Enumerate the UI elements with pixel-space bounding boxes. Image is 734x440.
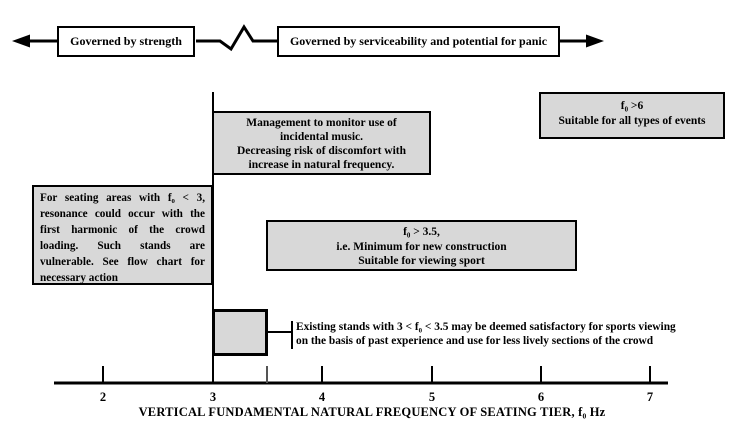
frequency-axis [54,366,668,385]
tick-label-7: 7 [646,390,654,404]
management-box: Management to monitor use of incidental … [212,111,431,175]
tick-label-2: 2 [99,390,107,404]
resonance-line: first harmonic of the crowd [40,224,205,236]
tick-label-4: 4 [318,390,326,404]
governed-by-strength-label: Governed by strength [70,34,182,48]
all-events-line: Suitable for all types of events [558,115,706,127]
management-line: increase in natural frequency. [248,159,395,171]
management-line: Management to monitor use of [246,117,397,129]
management-line: Decreasing risk of discomfort with [236,145,407,157]
resonance-line: vulnerable. See flow chart for [40,256,205,268]
governed-by-serviceability-label: Governed by serviceability and potential… [289,34,548,48]
tick-label-3: 3 [209,390,217,404]
left-arrow-icon [12,34,57,48]
axis-caption: VERTICAL FUNDAMENTAL NATURAL FREQUENCY O… [138,405,606,419]
break-zigzag-icon [196,24,277,52]
existing-stands-line: Existing stands with 3 < f₀ < 3.5 may be… [296,321,676,333]
governed-by-serviceability-box: Governed by serviceability and potential… [277,26,560,57]
all-events-box: f₀ >6 Suitable for all types of events [539,92,725,139]
new-construction-line: i.e. Minimum for new construction [336,240,507,253]
tick-label-5: 5 [428,390,436,404]
management-line: incidental music. [279,131,364,143]
new-construction-line: Suitable for viewing sport [358,255,485,267]
existing-stands-note: Existing stands with 3 < f₀ < 3.5 may be… [296,321,734,348]
right-arrow-icon [560,34,604,48]
tick-label-6: 6 [537,390,545,404]
new-construction-box: f₀ > 3.5, i.e. Minimum for new construct… [266,220,577,271]
all-events-line: f₀ >6 [620,100,644,112]
new-construction-line: f₀ > 3.5, [403,226,440,238]
resonance-warning-box: For seating areas with f₀ < 3, resonance… [32,185,213,285]
governed-by-strength-box: Governed by strength [57,26,195,57]
existing-stands-line: on the basis of past experience and use … [296,334,654,347]
resonance-line: loading. Such stands are [40,240,205,252]
resonance-line: For seating areas with f₀ < 3, [40,192,205,204]
existing-stands-range-box [212,309,268,356]
resonance-line: resonance could occur with the [40,208,205,220]
resonance-line: necessary action [40,272,118,284]
